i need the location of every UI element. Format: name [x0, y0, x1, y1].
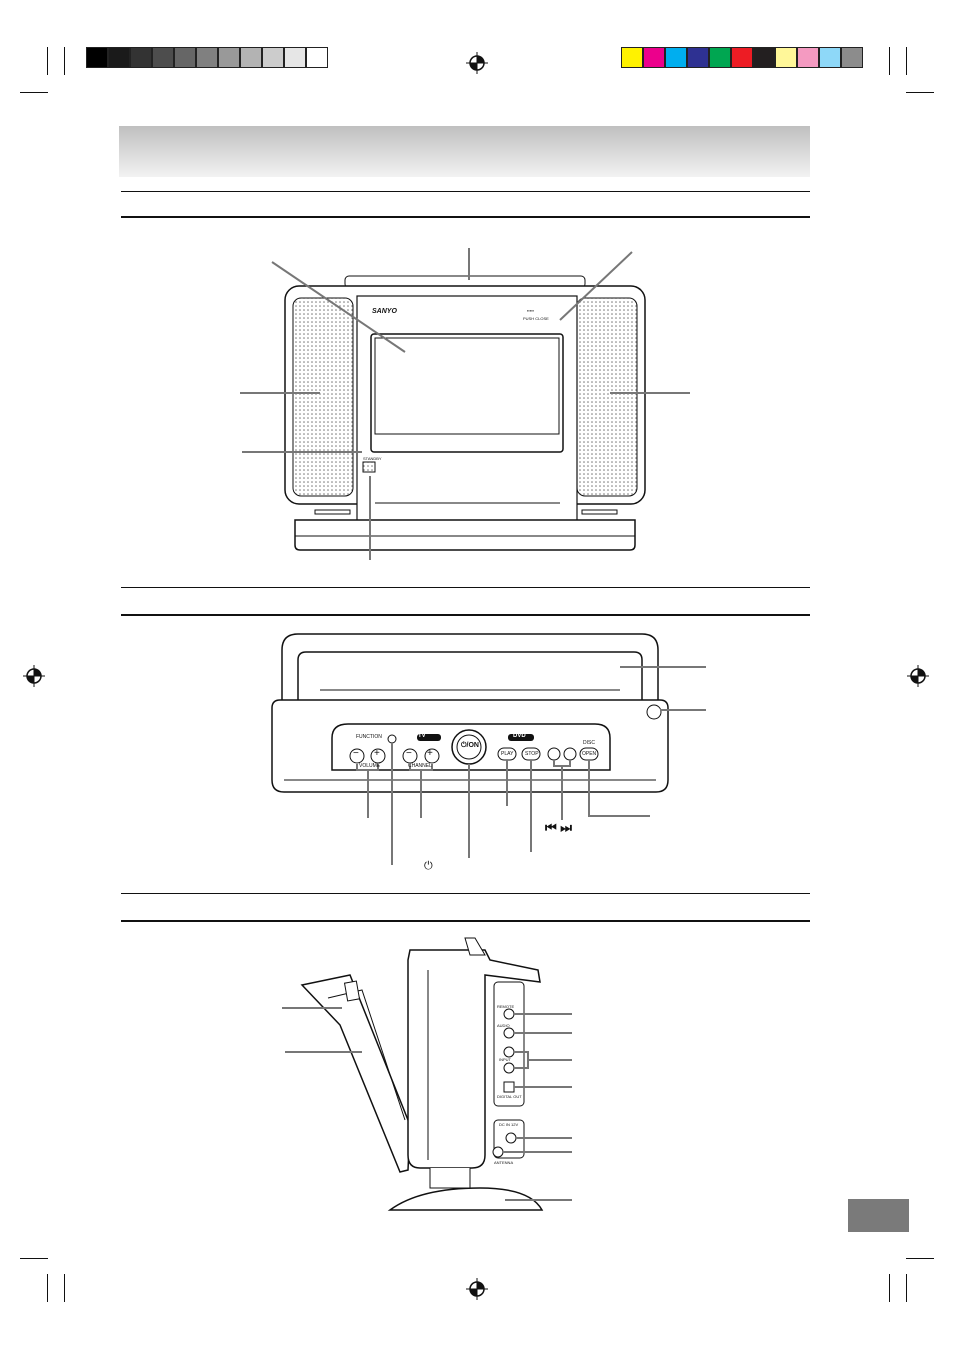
color-swatch-strip [621, 47, 863, 68]
standby-label: STANDBY [363, 456, 382, 461]
crop-mark [906, 92, 934, 93]
volume-label: VOLUME [359, 763, 381, 769]
brand-logo: SANYO [372, 308, 397, 315]
color-swatch [152, 47, 174, 68]
play-label: PLAY [501, 751, 514, 757]
section-header-band [119, 126, 810, 177]
power-icon: ⏻ [424, 860, 433, 872]
crop-mark [20, 1258, 48, 1259]
color-swatch [643, 47, 665, 68]
color-swatch [86, 47, 108, 68]
input-label: INPUT [499, 1057, 511, 1062]
color-swatch [262, 47, 284, 68]
crop-mark [906, 1274, 907, 1302]
crop-mark [47, 1274, 48, 1302]
top-view-diagram [271, 633, 706, 865]
color-swatch [665, 47, 687, 68]
crop-mark [47, 47, 48, 75]
crop-mark [889, 1274, 890, 1302]
color-swatch [687, 47, 709, 68]
section-rule [121, 893, 810, 894]
crop-mark [906, 1258, 934, 1259]
remote-label: REMOTE [497, 1004, 515, 1009]
color-swatch [621, 47, 643, 68]
power-on-label: ⏻/ON [461, 742, 479, 749]
registration-target-icon [466, 52, 488, 74]
color-swatch [797, 47, 819, 68]
crop-mark [889, 47, 890, 75]
volume-minus-label: − [353, 748, 359, 759]
color-swatch [753, 47, 775, 68]
audio-label: AUDIO [497, 1023, 510, 1028]
color-swatch [819, 47, 841, 68]
dc-in-label: DC IN 12V [499, 1122, 519, 1127]
color-swatch [218, 47, 240, 68]
color-swatch [240, 47, 262, 68]
color-swatch [841, 47, 863, 68]
dvd-label: DVD [513, 733, 526, 739]
crop-mark [64, 1274, 65, 1302]
antenna-label: ANTENNA [494, 1160, 514, 1165]
registration-target-icon [23, 665, 45, 687]
channel-label: CHANNEL [408, 763, 432, 769]
tv-label: TV [418, 733, 426, 739]
color-swatch [196, 47, 218, 68]
color-swatch [306, 47, 328, 68]
crop-mark [20, 92, 48, 93]
channel-plus-label: + [427, 748, 433, 759]
page-number-tab [848, 1199, 909, 1232]
digital-out-label: DIGITAL OUT [497, 1094, 522, 1099]
skip-icons-label: ⏮ ⏭ [545, 820, 573, 835]
color-swatch [174, 47, 196, 68]
registration-target-icon [907, 665, 929, 687]
color-swatch [130, 47, 152, 68]
front-view-diagram [240, 248, 690, 560]
section-rule [121, 191, 810, 192]
section-rule [121, 920, 810, 922]
gray-swatch-strip [86, 47, 328, 68]
crop-mark [64, 47, 65, 75]
registration-target-icon [466, 1278, 488, 1300]
dvd-logo: ▪▪▪▪▪ [527, 308, 535, 313]
disc-label: DISC [583, 740, 595, 746]
stop-label: STOP [525, 751, 539, 757]
color-swatch [709, 47, 731, 68]
section-rule [121, 614, 810, 616]
color-swatch [284, 47, 306, 68]
color-swatch [108, 47, 130, 68]
section-rule [121, 216, 810, 218]
channel-minus-label: − [406, 748, 412, 759]
volume-plus-label: + [374, 748, 380, 759]
push-close-label: PUSH CLOSE [523, 316, 549, 321]
section-rule [121, 587, 810, 588]
crop-mark [906, 47, 907, 75]
function-label: FUNCTION [356, 734, 382, 740]
side-view-diagram [282, 937, 572, 1211]
open-label: OPEN [582, 751, 597, 757]
color-swatch [731, 47, 753, 68]
color-swatch [775, 47, 797, 68]
